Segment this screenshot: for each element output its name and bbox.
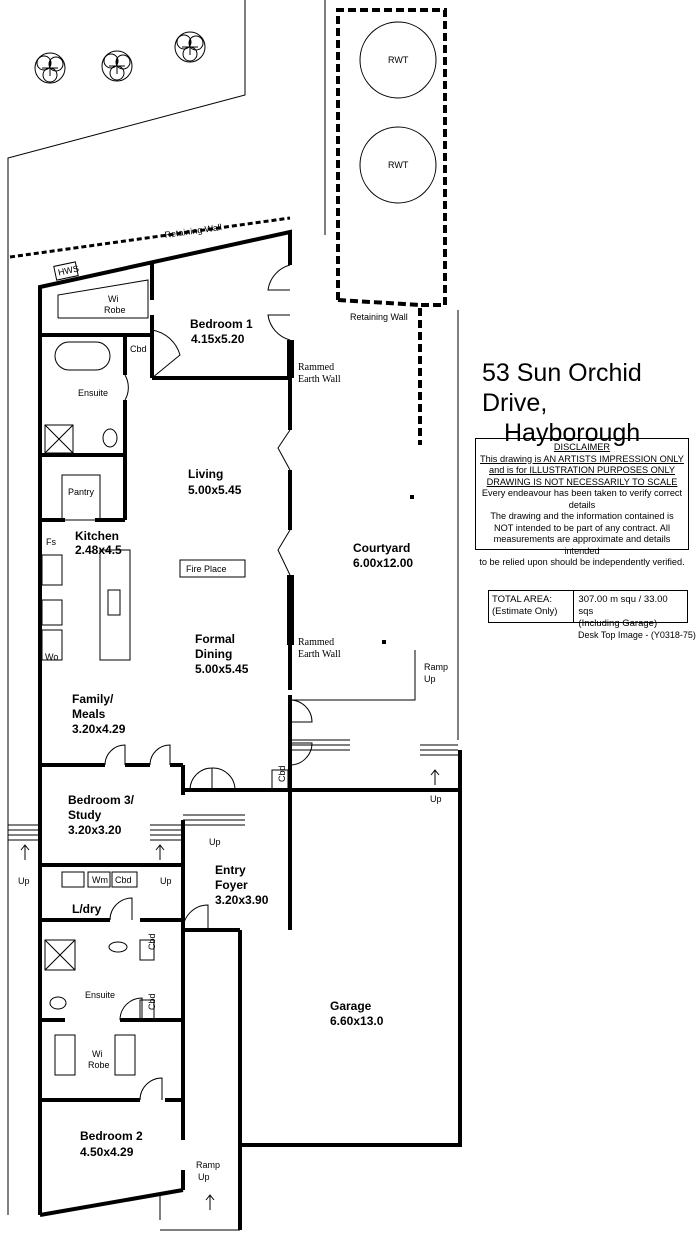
doors	[104, 264, 313, 1101]
address-line-1: 53 Sun Orchid Drive,	[482, 359, 642, 417]
room-size-courtyard: 6.00x12.00	[353, 556, 413, 570]
cbd-label: Cbd	[130, 344, 147, 354]
hws-label: HWS	[57, 263, 80, 277]
disclaimer-title: DISCLAIMER	[553, 442, 611, 452]
total-area-label: TOTAL AREA:	[492, 594, 553, 605]
disclaimer-line: DRAWING IS NOT NECESSARILY TO SCALE	[486, 476, 678, 487]
total-area-note: (Estimate Only)	[492, 606, 558, 617]
cbd-label: Cbd	[277, 765, 287, 782]
rammed-earth-label-2: Earth Wall	[298, 374, 341, 385]
room-size-kitchen: 2.48x4.5	[75, 543, 122, 557]
address-line-2: Hayborough	[504, 419, 641, 447]
room-size-dining: 5.00x5.45	[195, 662, 249, 676]
property-address: 53 Sun Orchid Drive, Hayborough	[482, 358, 700, 448]
cbd-label: Cbd	[115, 875, 132, 885]
ensuite-label: Ensuite	[85, 990, 115, 1000]
disclaimer-line: measurements are approximate and details…	[493, 534, 671, 556]
fridge-label: Fs	[46, 537, 56, 547]
room-name-bedroom3-2: Study	[68, 808, 102, 822]
room-size-bedroom1: 4.15x5.20	[191, 332, 245, 346]
wi-robe-label: Wi	[92, 1049, 103, 1059]
room-name-family: Family/	[72, 692, 114, 706]
image-reference: Desk Top Image - (Y0318-75)	[578, 630, 696, 640]
fixtures	[41, 261, 289, 1076]
washing-machine-label: Wm	[92, 875, 108, 885]
wi-robe-label-2: Robe	[88, 1060, 110, 1070]
room-name-bedroom2: Bedroom 2	[80, 1129, 143, 1143]
total-area-value-note: (Including Garage)	[578, 618, 658, 629]
site-boundary	[7, 0, 459, 1215]
pantry-label: Pantry	[68, 487, 95, 497]
up-label: Up	[198, 1172, 210, 1182]
room-name-kitchen: Kitchen	[75, 529, 119, 543]
room-name-courtyard: Courtyard	[353, 541, 410, 555]
up-label: Up	[430, 794, 442, 804]
fire-place-label: Fire Place	[186, 564, 227, 574]
house-walls	[38, 229, 462, 1231]
rammed-earth-label: Rammed	[298, 637, 334, 648]
retaining-wall-label: Retaining Wall	[350, 312, 408, 322]
ramp-label: Ramp	[424, 662, 448, 672]
room-size-garage: 6.60x13.0	[330, 1014, 384, 1028]
room-name-bedroom3: Bedroom 3/	[68, 793, 135, 807]
room-size-entry: 3.20x3.90	[215, 893, 269, 907]
room-name-entry: Entry	[215, 863, 246, 877]
wi-robe-label: Wi	[108, 294, 119, 304]
total-area-box: TOTAL AREA: (Estimate Only) 307.00 m squ…	[488, 590, 688, 629]
disclaimer-line: Every endeavour has been taken to verify…	[481, 488, 683, 510]
up-label: Up	[424, 674, 436, 684]
cbd-label: Cbd	[147, 933, 157, 950]
ramp-label: Ramp	[196, 1160, 220, 1170]
fixture-labels: HWS Wi Robe Cbd Ensuite Pantry Fs Wo Fir…	[18, 263, 448, 1182]
ensuite-label: Ensuite	[78, 388, 108, 398]
disclaimer-line: NOT intended to be part of any contract.…	[493, 522, 671, 533]
total-area-value: 307.00 m squ / 33.00 sqs	[578, 594, 668, 617]
room-name-garage: Garage	[330, 999, 372, 1013]
up-label: Up	[18, 876, 30, 886]
rammed-earth-label-2: Earth Wall	[298, 649, 341, 660]
rwt-label: RWT	[388, 160, 409, 170]
retaining-wall-label: Retaining Wall	[164, 222, 223, 240]
up-label: Up	[160, 876, 172, 886]
cbd-label: Cbd	[147, 993, 157, 1010]
rwt-label: RWT	[388, 55, 409, 65]
retaining-wall-top	[9, 216, 291, 259]
room-size-family: 3.20x4.29	[72, 722, 126, 736]
room-size-bedroom3: 3.20x3.20	[68, 823, 122, 837]
rammed-earth-label: Rammed	[298, 362, 334, 373]
room-name-living: Living	[188, 467, 223, 481]
up-label: Up	[209, 837, 221, 847]
rainwater-tank-2	[359, 126, 437, 204]
wall-oven-label: Wo	[45, 652, 58, 662]
room-name-entry-2: Foyer	[215, 878, 248, 892]
disclaimer-line: This drawing is AN ARTISTS IMPRESSION ON…	[480, 453, 684, 464]
room-name-bedroom1: Bedroom 1	[190, 317, 253, 331]
room-name-dining-2: Dining	[195, 647, 232, 661]
retaining-wall-tanks	[336, 8, 447, 445]
laundry-label: L/dry	[72, 902, 102, 916]
disclaimer-line: to be relied upon should be independentl…	[479, 557, 685, 567]
disclaimer-line: and is for ILLUSTRATION PURPOSES ONLY	[488, 465, 675, 475]
room-name-family-2: Meals	[72, 707, 106, 721]
room-name-dining: Formal	[195, 632, 235, 646]
tree-icons	[34, 31, 206, 84]
steps	[8, 739, 458, 1210]
room-labels: Bedroom 1 4.15x5.20 Living 5.00x5.45 Kit…	[68, 317, 413, 1159]
room-size-bedroom2: 4.50x4.29	[80, 1145, 134, 1159]
disclaimer-line: The drawing and the information containe…	[490, 511, 674, 521]
room-size-living: 5.00x5.45	[188, 483, 242, 497]
wi-robe-label-2: Robe	[104, 305, 126, 315]
rainwater-tank-1	[359, 21, 437, 99]
disclaimer-box: DISCLAIMER This drawing is AN ARTISTS IM…	[475, 438, 689, 567]
